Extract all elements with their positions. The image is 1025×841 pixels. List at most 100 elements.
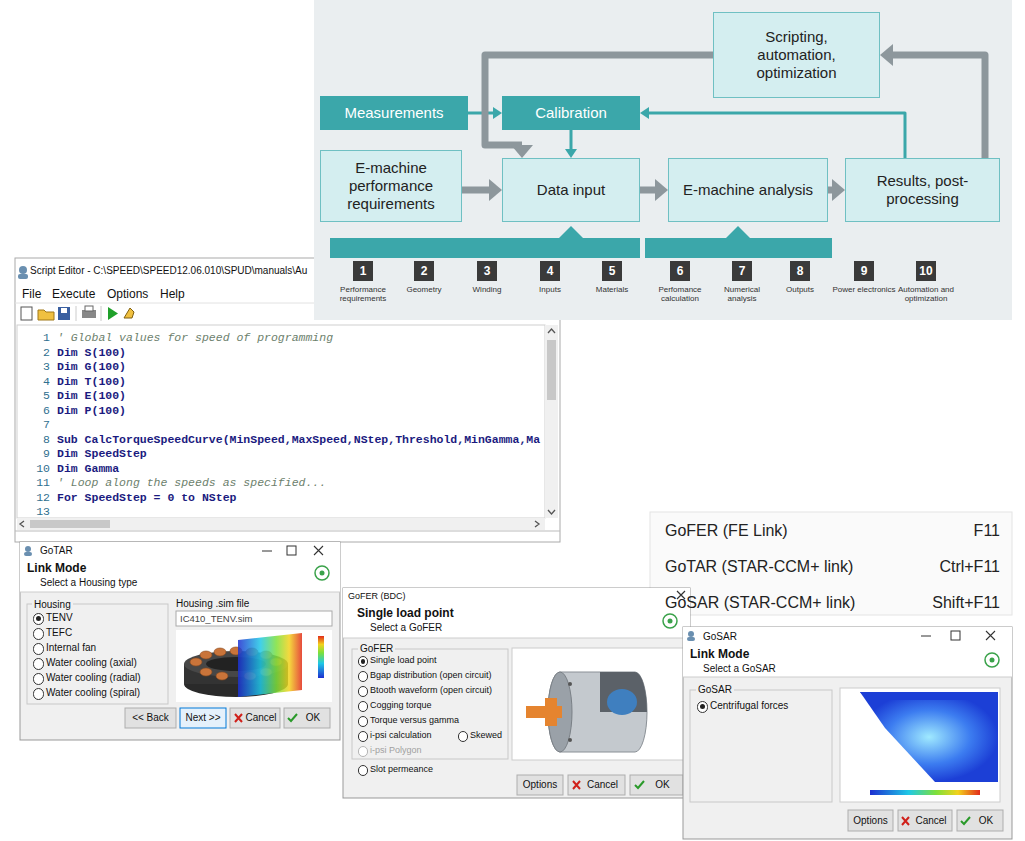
button-label: Cancel (230, 712, 280, 724)
box-text: E-machine performance requirements (333, 159, 449, 213)
radio-option: Btooth waveform (open circuit) (370, 685, 492, 696)
workflow-panel (314, 0, 1012, 320)
step-caption: Outputs (768, 285, 832, 294)
radio-option: TEFC (46, 627, 72, 639)
radio-option: i-psi Polygon (370, 745, 422, 756)
connector-line (468, 112, 493, 115)
step-box: Data input (502, 158, 640, 222)
step-number: 9 (854, 261, 874, 281)
code-line: Dim P(100) (57, 404, 126, 417)
radio-option: Single load point (370, 655, 437, 666)
feedback-arrow (640, 107, 905, 158)
code-line: Dim G(100) (57, 360, 126, 373)
step-number: 5 (602, 261, 622, 281)
step-number: 2 (414, 261, 434, 281)
dialog-heading: Link Mode (27, 561, 86, 575)
step-caption: Winding (455, 285, 519, 294)
line-number: 13 (26, 505, 50, 518)
connector-line (640, 187, 655, 194)
radio-option: Cogging torque (370, 700, 432, 711)
step-box: Results, post-processing (845, 158, 1000, 222)
box-text: Results, post-processing (858, 172, 987, 208)
step-caption: Geometry (392, 285, 456, 294)
menu-item: Options (107, 287, 148, 301)
button-label: << Back (125, 712, 176, 724)
gofer-window (343, 588, 690, 798)
arrow-head (511, 145, 533, 158)
code-line: Dim E(100) (57, 389, 126, 402)
menu-item: Execute (52, 287, 95, 301)
line-number: 2 (26, 346, 50, 359)
line-number: 3 (26, 360, 50, 373)
line-number: 9 (26, 447, 50, 460)
group-label: GoFER (358, 643, 395, 655)
step-caption: Power electronics (832, 285, 896, 294)
line-number: 11 (26, 476, 50, 489)
shortcut-key: Shift+F11 (880, 593, 1000, 612)
group-label: GoSAR (696, 684, 734, 696)
code-line: Dim Gamma (57, 462, 119, 475)
dialog-heading: Link Mode (690, 647, 749, 661)
step-caption: Automation and optimization (894, 285, 958, 303)
menu-command: GoTAR (STAR-CCM+ link) (665, 557, 853, 576)
dialog-subtitle: Select a Housing type (40, 577, 137, 589)
feedback-arrow (565, 130, 577, 158)
arrow-head (493, 107, 502, 119)
connector-line (828, 187, 832, 194)
code-line: Sub CalcTorqueSpeedCurve(MinSpeed,MaxSpe… (57, 433, 540, 446)
line-number: 1 (26, 331, 50, 344)
radio-option: Water cooling (axial) (46, 657, 137, 669)
step-number: 7 (732, 261, 752, 281)
menu-item: Help (160, 287, 185, 301)
file-field: IC410_TENV.sim (180, 613, 253, 624)
line-number: 4 (26, 375, 50, 388)
connector-line (893, 55, 985, 158)
window-title: GoTAR (40, 545, 73, 557)
group-label: Housing (32, 599, 73, 611)
step-caption: Materials (580, 285, 644, 294)
window-title: Script Editor - C:\SPEED\SPEED12.06.010\… (30, 265, 307, 277)
link-menu (650, 512, 1012, 615)
button-label: Options (517, 779, 563, 791)
step-number: 4 (540, 261, 560, 281)
box-text: Calibration (535, 104, 607, 122)
window-title: GoSAR (703, 631, 737, 643)
flow-arrow (880, 44, 985, 158)
arrow-head (655, 179, 668, 201)
step-box: E-machine performance requirements (320, 150, 462, 222)
line-number: 7 (26, 418, 50, 431)
step-caption: Perfomance calculation (648, 285, 712, 303)
radio-option: Centrifugal forces (710, 700, 788, 712)
radio-option: Slot permeance (370, 764, 433, 775)
button-label: OK (284, 712, 330, 724)
step-caption: Inputs (518, 285, 582, 294)
button-label: Cancel (898, 815, 952, 827)
step-number: 6 (670, 261, 690, 281)
line-number: 10 (26, 462, 50, 475)
gosar-window (683, 627, 1012, 839)
menu-command: GoSAR (STAR-CCM+ link) (665, 593, 855, 612)
step-box: E-machine analysis (668, 158, 828, 222)
radio-option: Internal fan (46, 642, 96, 654)
arrow-head (640, 107, 649, 119)
radio-option: Water cooling (radial) (46, 672, 141, 684)
menu-item: File (22, 287, 41, 301)
button-label: Options (848, 815, 893, 827)
code-line: Dim SpeedStep (57, 447, 147, 460)
menu-command: GoFER (FE Link) (665, 521, 788, 540)
connector-line (462, 187, 489, 194)
window-title: GoFER (BDC) (348, 591, 406, 602)
dialog-subtitle: Housing .sim file (176, 598, 249, 610)
button-label: OK (630, 779, 683, 791)
arrow-head (832, 179, 845, 201)
connector-line (649, 113, 905, 158)
arrow-head (880, 44, 893, 66)
code-line: Dim S(100) (57, 346, 126, 359)
line-number: 6 (26, 404, 50, 417)
radio-option: Bgap distribution (open circuit) (370, 670, 492, 681)
code-line: For SpeedStep = 0 to NStep (57, 491, 236, 504)
arrow-head (565, 149, 577, 158)
connector-line (485, 55, 713, 145)
button-label: Next >> (180, 712, 226, 724)
radio-option: Water cooling (spiral) (46, 687, 140, 699)
